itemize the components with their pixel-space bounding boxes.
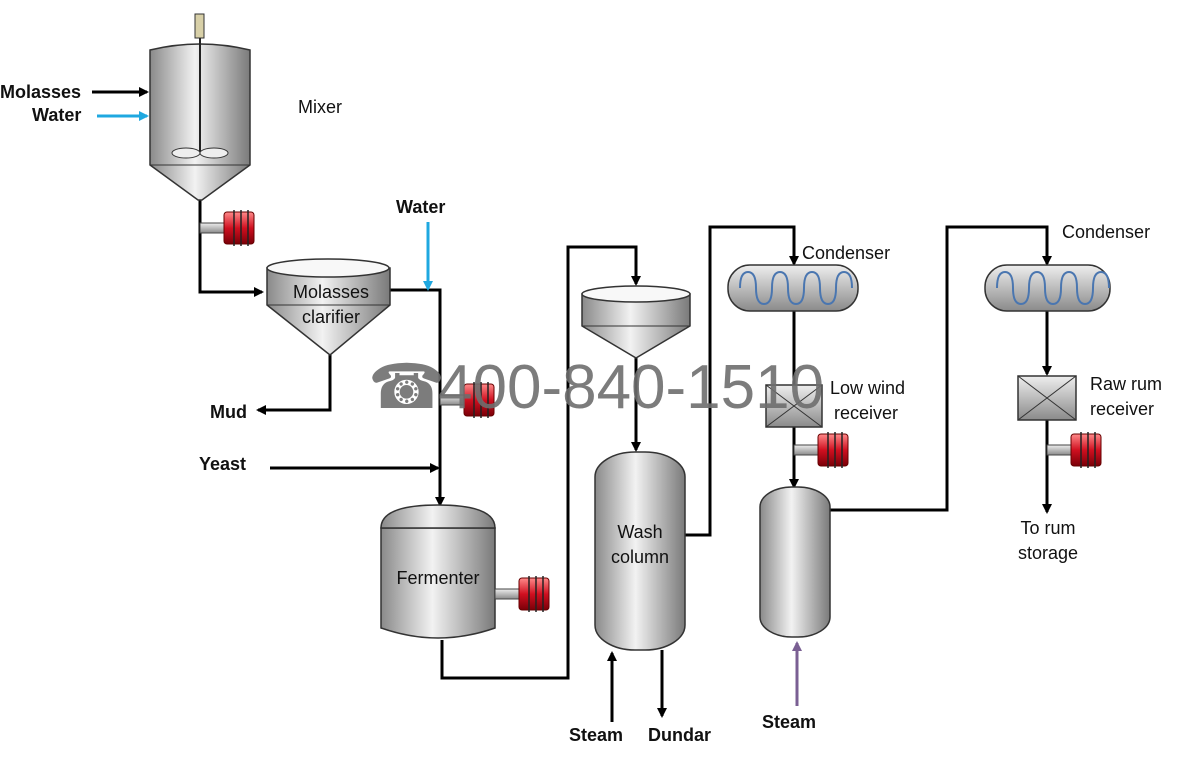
- label-raw-rum-2: receiver: [1090, 399, 1154, 419]
- label-water-inlet: Water: [32, 105, 81, 125]
- fermenter-pump-motor: [494, 575, 550, 613]
- label-wash-1: Wash: [617, 522, 662, 542]
- label-storage-2: storage: [1018, 543, 1078, 563]
- low-wind-receiver: [765, 384, 823, 428]
- label-mixer: Mixer: [298, 97, 342, 117]
- label-steam-1: Steam: [569, 725, 623, 745]
- raw-rum-pump-motor: [1046, 431, 1102, 469]
- wash-column: [594, 451, 686, 651]
- label-wash-2: column: [611, 547, 669, 567]
- wash-feed-tank: [581, 285, 691, 359]
- label-clarifier-1: Molasses: [293, 282, 369, 302]
- label-clarifier-2: clarifier: [302, 307, 360, 327]
- label-low-wind-1: Low wind: [830, 378, 905, 398]
- mixer-pump-motor: [199, 209, 255, 247]
- label-fermenter: Fermenter: [396, 568, 479, 588]
- phone-icon: ☎: [368, 353, 445, 422]
- condenser-1: [727, 264, 859, 312]
- label-molasses: Molasses: [0, 82, 81, 102]
- label-yeast: Yeast: [199, 454, 246, 474]
- label-water-2: Water: [396, 197, 445, 217]
- mixer-vessel: [149, 13, 251, 201]
- watermark-text: 400-840-1510: [438, 353, 824, 422]
- raw-rum-receiver: [1017, 375, 1077, 421]
- label-mud: Mud: [210, 402, 247, 422]
- pot-still: [759, 486, 831, 638]
- pipes: [92, 87, 1052, 722]
- label-low-wind-2: receiver: [834, 403, 898, 423]
- low-wind-pump-motor: [793, 431, 849, 469]
- condenser-2: [984, 264, 1111, 312]
- fermenter: [380, 504, 496, 639]
- phone-watermark: ☎ 400-840-1510: [368, 353, 824, 422]
- label-condenser-2: Condenser: [1062, 222, 1150, 242]
- label-raw-rum-1: Raw rum: [1090, 374, 1162, 394]
- label-storage-1: To rum: [1020, 518, 1075, 538]
- label-steam-2: Steam: [762, 712, 816, 732]
- label-condenser-1: Condenser: [802, 243, 890, 263]
- label-dundar: Dundar: [648, 725, 711, 745]
- molasses-clarifier: [266, 258, 391, 356]
